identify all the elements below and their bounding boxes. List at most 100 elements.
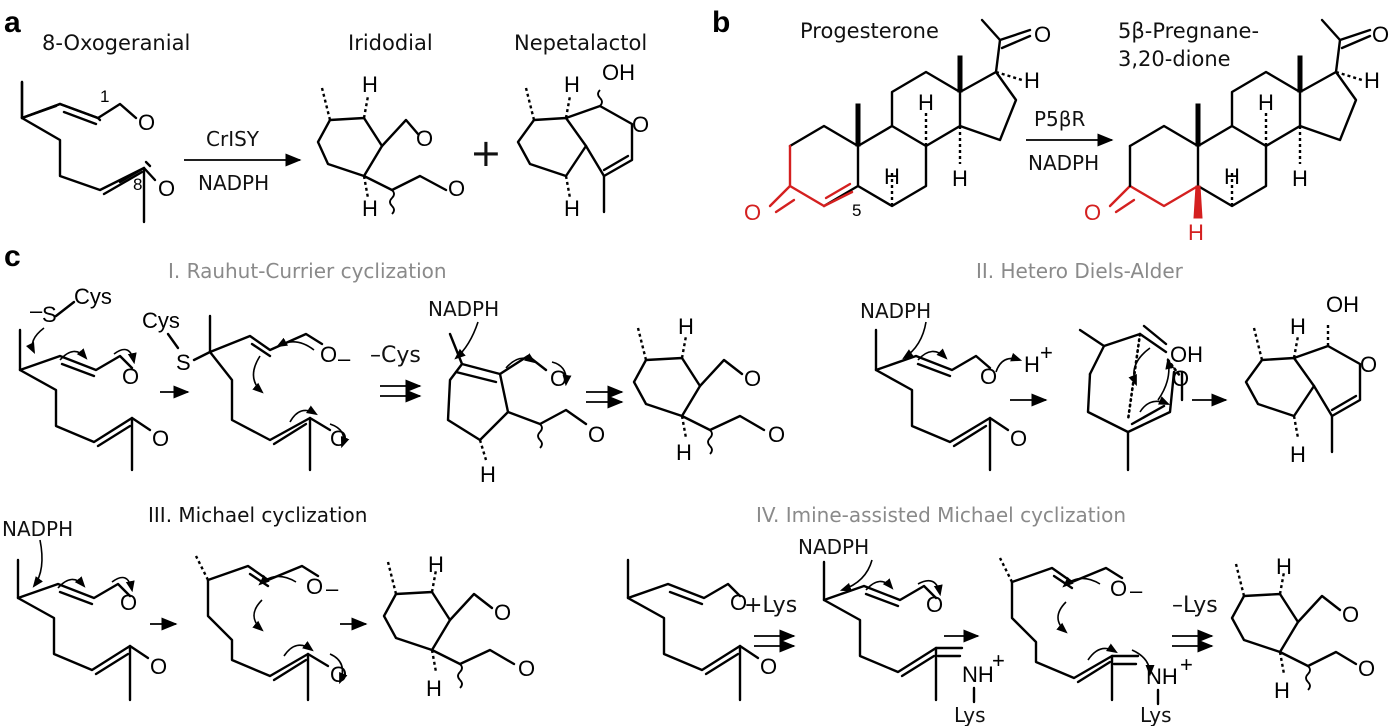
compound-pregnanedione-label-line2: 3,20-dione [1118,47,1231,71]
mech-iv-int-minus: – [1130,578,1143,603]
mech-i-int-cys: Cys [142,308,180,333]
progesterone-oxygen-c20: O [1034,22,1051,47]
panel-b-letter: b [712,6,730,39]
nepetalactol-oh: OH [602,60,635,85]
mech-iii-int-oxygen-2: O [330,662,347,687]
mech-ii-s-oxygen-2: O [1010,426,1027,451]
mech-i-nadph: NADPH [428,297,499,321]
panel-b: Progesterone 5β-Pregnane- 3,20-dione O H [744,18,1389,245]
mech-iv-im-oxygen: O [926,592,943,617]
mech-i-prod-oxygen-2: O [768,422,785,447]
compound-8-oxogeranial-label: 8-Oxogeranial [42,31,190,55]
oxygen-c1: O [138,110,155,135]
mech-iv-int-plus: + [1180,652,1193,677]
nepetalactol-h-bottom: H [564,196,580,221]
mech-iv-int-lys: Lys [1140,703,1172,726]
mech-iv-im-nh: NH [962,662,994,687]
mech-ii-prod-h-bottom: H [1290,442,1306,467]
mech-iii-s-oxygen-2: O [150,654,167,679]
mech-iii-nadph: NADPH [2,517,73,541]
mech-iii-int-oxygen-1: O [306,574,323,599]
iridodial-oxygen-2: O [448,176,465,201]
mech-iv-int-oxygen: O [1110,576,1127,601]
mech-i-cp-oxygen-2: O [588,422,605,447]
compound-iridodial-label: Iridodial [348,31,433,55]
oxygen-c8: O [158,176,175,201]
pregnanedione-structure: O H H H H H O [1084,18,1389,245]
mech-iv-prod-h-top: H [1276,554,1292,579]
progesterone-structure: O H H H H O 5 [744,18,1051,225]
mech-i-thiolate-s: S [42,302,57,327]
mech-ii-proton-h: H [1024,352,1040,377]
pregnanedione-h-14: H [1292,166,1308,191]
iridodial-h-top: H [362,72,378,97]
mech-iv-im-lys: Lys [954,703,986,726]
mech-i-cp-h: H [480,462,496,487]
mech-i-minus-cys: –Cys [370,343,421,368]
atom-number-5: 5 [852,201,861,220]
mech-i-prod-oxygen-1: O [744,366,761,391]
panel-a-enzyme: CrISY [206,127,260,151]
iridodial-structure: H H O O [316,72,465,221]
mech-ii-prod-oh: OH [1326,292,1359,317]
nepetalactol-h-top: H [564,72,580,97]
mech-i-int-s: S [176,350,191,375]
mech-iv-int-nh: NH [1146,664,1178,689]
progesterone-methyl-c18 [957,55,963,93]
mechanism-iv: O O +Lys NADPH O NH + Lys [626,535,1375,726]
mech-iii-prod-h-top: H [428,552,444,577]
pregnanedione-methyl-c18 [1297,55,1303,93]
progesterone-h-8: H [918,90,934,115]
compound-progesterone-label: Progesterone [800,19,939,43]
atom-number-1: 1 [100,87,109,106]
mech-i-prod-h-top: H [678,314,694,339]
pregnanedione-oxygen-c20: O [1372,22,1389,47]
mech-iv-s-oxygen-1: O [730,590,747,615]
mech-ii-proton-plus: + [1040,340,1053,365]
mech-ii-ts-oh: OH [1170,342,1203,367]
mechanism-iv-title: IV. Imine-assisted Michael cyclization [756,503,1126,527]
mech-ii-prod-ring-oxygen: O [1360,352,1377,377]
mechanism-iii-title: III. Michael cyclization [148,503,367,527]
pregnanedione-methyl-c19 [1195,103,1201,147]
pregnanedione-h-8: H [1258,90,1274,115]
progesterone-oxygen-c3: O [744,200,761,225]
mech-iv-s-oxygen-2: O [760,654,777,679]
mech-iv-minus-lys: –Lys [1172,593,1218,618]
mech-iv-prod-h-bottom: H [1274,678,1290,703]
compound-pregnanedione-label-line1: 5β-Pregnane- [1118,19,1259,43]
mechanism-ii-title: II. Hetero Diels-Alder [976,259,1184,283]
mechanism-ii: NADPH O O H + OH O [860,292,1377,472]
mechanism-i-title: I. Rauhut-Currier cyclization [168,259,447,283]
mech-i-s1-oxygen-1: O [122,364,139,389]
panel-a-letter: a [4,6,21,39]
panel-c-letter: c [4,240,21,273]
compound-nepetalactol-label: Nepetalactol [514,31,647,55]
progesterone-methyl-c19 [855,103,861,147]
mech-ii-nadph: NADPH [860,299,931,323]
iridodial-h-bottom: H [362,196,378,221]
mech-iii-int-minus: – [326,576,339,601]
progesterone-h-9: H [884,164,900,189]
mech-iii-prod-oxygen-1: O [494,600,511,625]
mech-i-thiolate-cys: Cys [74,284,112,309]
progesterone-h-17: H [1024,68,1040,93]
panel-b-cofactor: NADPH [1028,151,1099,175]
pregnanedione-h-17: H [1364,68,1380,93]
mech-iii-s-oxygen-1: O [120,590,137,615]
mech-ii-ts-oxygen: O [1172,366,1189,391]
atom-number-8: 8 [133,175,142,194]
8-oxogeranial-structure: O O 1 8 [20,80,175,224]
panel-a-cofactor: NADPH [198,171,269,195]
mech-ii-prod-h-top: H [1290,314,1306,339]
mech-i-int-oxygen-2: O [330,426,347,451]
panel-a: 8-Oxogeranial Iridodial Nepetalactol O O… [20,31,649,224]
mech-i-s1-oxygen-2: O [152,426,169,451]
mech-i-prod-h-bottom: H [676,440,692,465]
mech-i-int-oxygen-1: O [320,342,337,367]
mech-iv-nadph: NADPH [798,535,869,559]
mech-iv-plus-lys: +Lys [744,593,797,618]
mechanism-iii: NADPH O O O – O [2,517,535,702]
plus-sign: + [470,131,502,175]
